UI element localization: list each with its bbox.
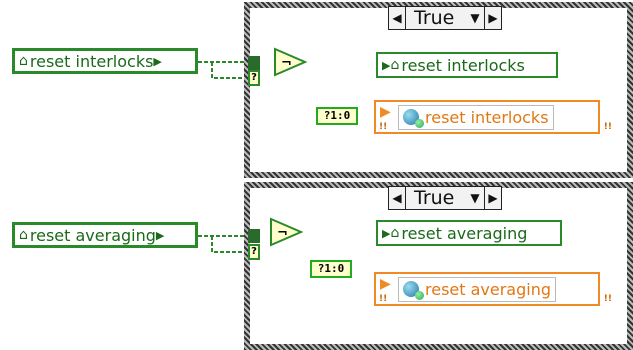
not-gate-2[interactable]: ¬ — [268, 216, 306, 248]
reference-in-icon: ▶ — [380, 276, 391, 292]
bool-to-int-node-1[interactable]: ?1:0 — [316, 107, 358, 125]
output-arrow-icon: ▶ — [153, 54, 162, 68]
case-structure-2[interactable] — [244, 182, 633, 350]
input-tunnel-1 — [248, 56, 260, 70]
property-label: reset averaging — [425, 279, 552, 299]
input-arrow-icon: ▶ — [382, 58, 391, 72]
case-selector-terminal-2[interactable]: ? — [248, 244, 260, 260]
input-tunnel-2 — [248, 229, 260, 243]
bool-to-int-node-2[interactable]: ?1:0 — [310, 260, 352, 278]
local-variable-write-2[interactable]: ▶ ⌂ reset averaging — [376, 220, 562, 246]
property-field[interactable]: reset averaging — [398, 276, 557, 302]
case-selector-label: True — [414, 187, 455, 209]
house-icon: ⌂ — [19, 53, 28, 69]
case-structure-1[interactable] — [244, 2, 633, 178]
house-icon: ⌂ — [390, 57, 400, 73]
local-variable-read-1[interactable]: ⌂ reset interlocks ▶ — [12, 48, 198, 74]
not-symbol: ¬ — [277, 226, 288, 241]
case-selector-2[interactable]: ◀ True ▼ ▶ — [388, 186, 502, 210]
local-variable-label: reset averaging — [401, 223, 528, 243]
property-node-1[interactable]: ▶ !! reset interlocks !! — [374, 100, 612, 134]
output-arrow-icon: ▶ — [155, 228, 165, 242]
property-node-2[interactable]: ▶ !! reset averaging !! — [374, 272, 612, 306]
local-variable-label: reset interlocks — [401, 55, 525, 75]
local-variable-read-2[interactable]: ⌂ reset averaging ▶ — [12, 222, 198, 248]
case-prev-arrow-icon[interactable]: ◀ — [389, 187, 406, 209]
house-icon: ⌂ — [19, 227, 28, 243]
local-variable-write-1[interactable]: ▶ ⌂ reset interlocks — [376, 52, 558, 78]
not-symbol: ¬ — [281, 56, 292, 71]
globe-icon — [403, 109, 424, 128]
error-in-icon: !! — [379, 294, 388, 304]
case-next-arrow-icon[interactable]: ▶ — [484, 187, 501, 209]
case-selector-terminal-1[interactable]: ? — [248, 70, 260, 86]
case-next-arrow-icon[interactable]: ▶ — [484, 7, 501, 29]
case-prev-arrow-icon[interactable]: ◀ — [389, 7, 406, 29]
error-out-icon: !! — [603, 294, 612, 304]
dropdown-icon[interactable]: ▼ — [470, 191, 480, 205]
local-variable-label: reset averaging — [29, 225, 156, 245]
not-gate-1[interactable]: ¬ — [272, 46, 310, 78]
dropdown-icon[interactable]: ▼ — [470, 11, 480, 25]
case-selector-1[interactable]: ◀ True ▼ ▶ — [388, 6, 502, 30]
input-arrow-icon: ▶ — [382, 226, 391, 240]
error-in-icon: !! — [379, 122, 388, 132]
globe-icon — [403, 281, 424, 300]
wire-branch-2 — [211, 236, 248, 253]
error-out-icon: !! — [603, 122, 612, 132]
reference-in-icon: ▶ — [380, 104, 391, 120]
local-variable-label: reset interlocks — [29, 51, 154, 71]
house-icon: ⌂ — [390, 225, 400, 241]
property-label: reset interlocks — [425, 107, 549, 127]
property-field[interactable]: reset interlocks — [398, 104, 554, 130]
case-selector-label: True — [414, 7, 455, 29]
wire-branch-1 — [211, 62, 248, 79]
